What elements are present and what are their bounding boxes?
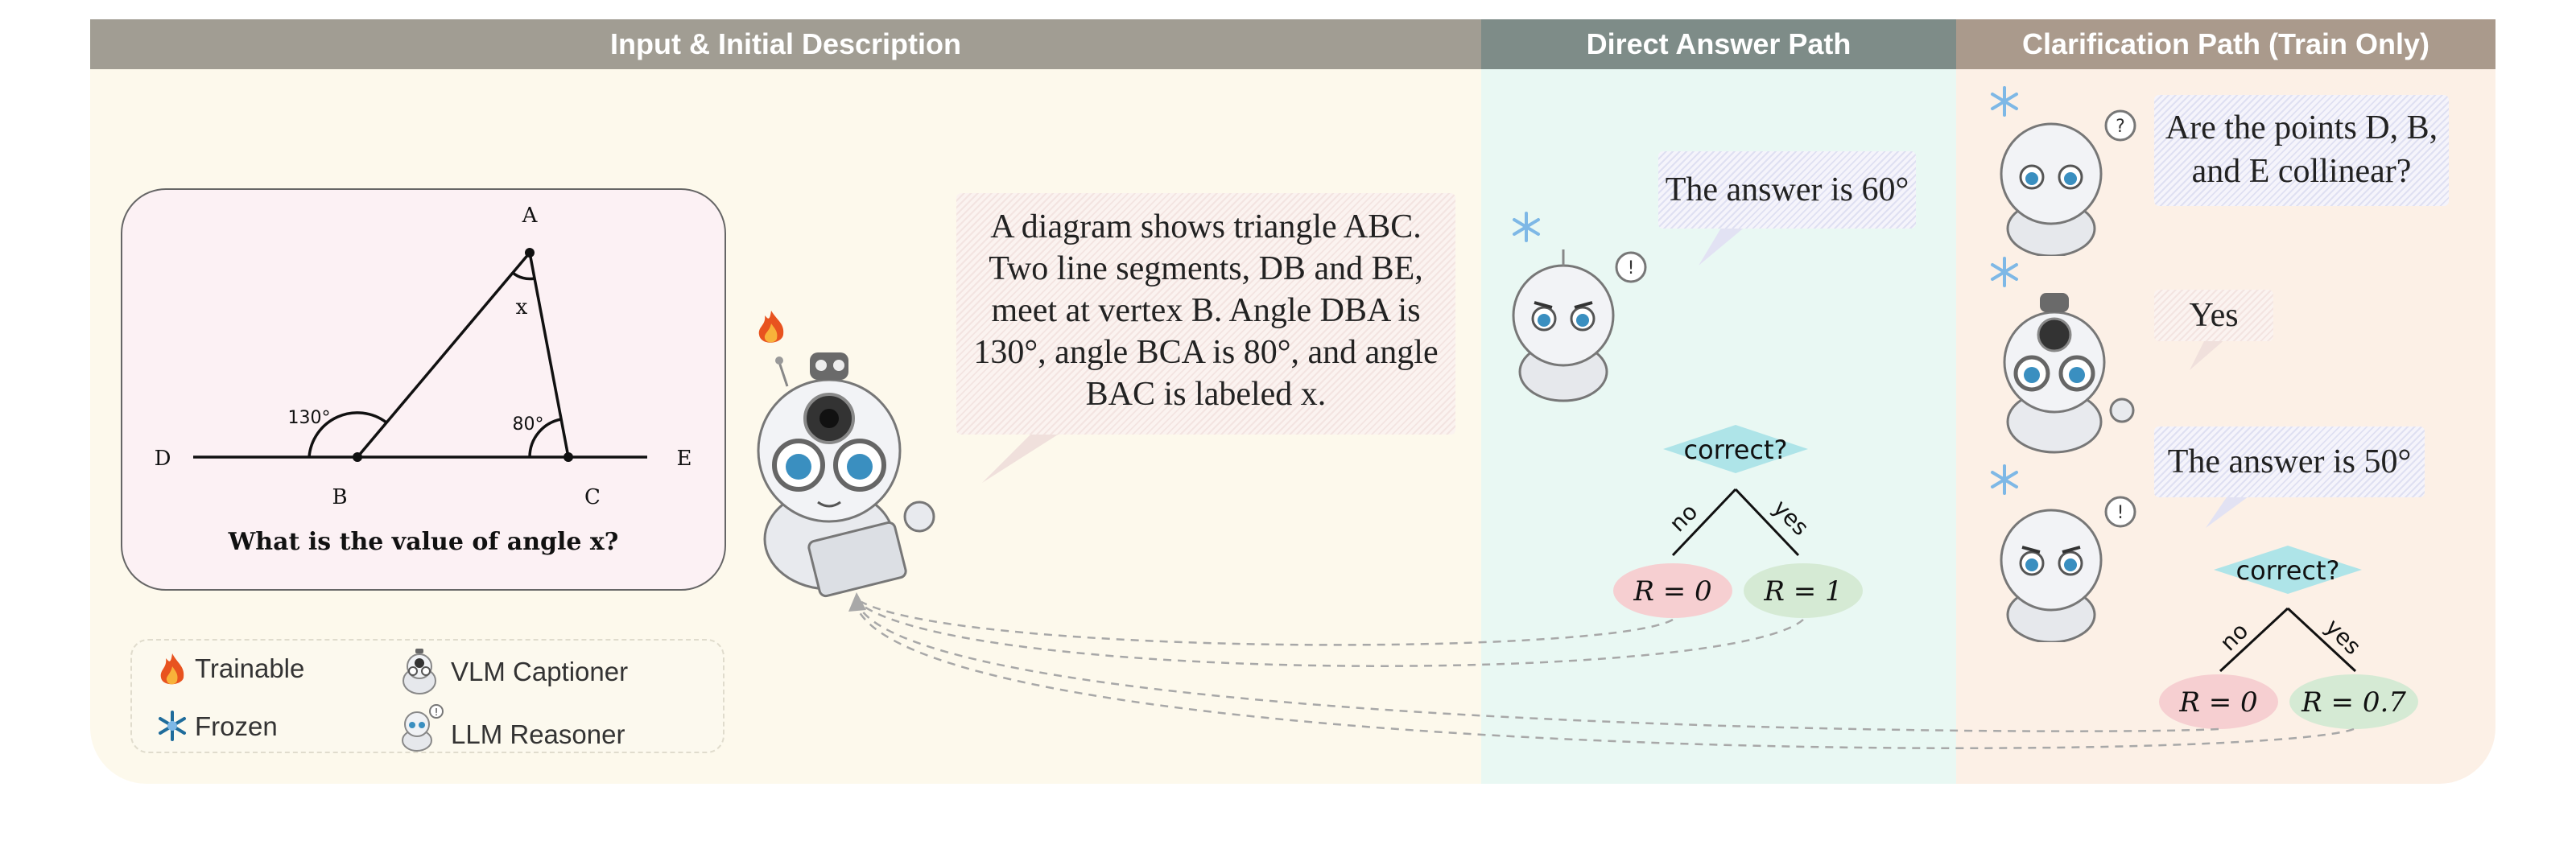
caption-line-2: Two line segments, DB and BE, [989, 250, 1423, 287]
direct-answer-bubble: The answer is 60° [1658, 151, 1916, 229]
clarify-branch-yes: yes [2320, 614, 2367, 661]
caption-line-4: 130°, angle BCA is 80°, and angle [973, 334, 1439, 371]
clarify-branch-no: no [2215, 617, 2253, 656]
legend-captioner: VLM Captioner [451, 657, 629, 686]
clarify-decision-tree: correct? no yes R = 0 R = 0.7 [2159, 546, 2418, 729]
reasoner-robot-clarify-question: ? [2000, 109, 2136, 256]
clarify-question-bubble: Are the points D, B, and E collinear? [2154, 95, 2449, 206]
caption-line-1: A diagram shows triangle ABC. [990, 208, 1422, 245]
angle-arc-a [511, 271, 535, 281]
captioner-robot [757, 352, 935, 598]
flame-icon [160, 653, 184, 685]
clarify-reward-point-seven-label: R = 0.7 [2301, 686, 2406, 719]
point-e-label: E [677, 447, 692, 471]
svg-text:?: ? [2116, 117, 2125, 137]
clarify-answer-bubble-tail [2206, 492, 2254, 528]
triangle-diagram: A B C D E x 130° 80° [155, 204, 692, 509]
clarify-reply-bubble: Yes [2154, 290, 2273, 341]
clarify-question-line-1: Are the points D, B, [2165, 109, 2438, 146]
angle-x-label: x [516, 295, 528, 319]
caption-bubble: A diagram shows triangle ABC. Two line s… [956, 193, 1455, 435]
point-b-dot [353, 452, 362, 462]
frozen-snowflake-icon-1 [1991, 86, 2018, 117]
direct-decision-diamond [1663, 425, 1808, 473]
legend-reasoner: LLM Reasoner [451, 719, 625, 749]
clarify-decision-diamond [2214, 546, 2362, 594]
answer-bubble-tail [1699, 225, 1747, 266]
frozen-snowflake-icon-3 [1991, 464, 2018, 495]
angle-130-label: 130° [288, 408, 331, 428]
clarify-panel-header: Clarification Path (Train Only) [1956, 19, 2496, 69]
clarify-answer-bubble: The answer is 50° [2154, 426, 2425, 497]
geometry-problem-card: A B C D E x 130° 80° What is the value o… [121, 188, 726, 591]
frozen-snowflake-icon-2 [1991, 257, 2018, 287]
direct-reward-one-label: R = 1 [1763, 575, 1842, 608]
direct-answer-text: The answer is 60° [1665, 171, 1909, 208]
captioner-robot-clarify [2003, 293, 2135, 454]
clarify-reward-zero-label: R = 0 [2178, 686, 2257, 719]
segment-ab [356, 251, 531, 459]
snowflake-icon [159, 711, 186, 741]
angle-arc-b [308, 411, 388, 458]
captioner-robot-icon [402, 649, 436, 694]
direct-reward-zero-label: R = 0 [1633, 575, 1711, 608]
caption-line-5: BAC is labeled x. [1085, 376, 1327, 413]
clarify-decision-label: correct? [2235, 555, 2339, 586]
point-d-label: D [155, 447, 171, 471]
direct-branch-yes: yes [1768, 495, 1814, 542]
frozen-snowflake-icon [1513, 212, 1540, 242]
trainable-flame-icon [758, 311, 784, 343]
legend-trainable: Trainable [195, 653, 305, 683]
problem-question: What is the value of angle x? [228, 528, 619, 556]
svg-text:!: ! [435, 707, 439, 718]
reasoner-robot-direct: ! [1512, 249, 1647, 402]
clarify-reply-text: Yes [2189, 297, 2239, 334]
svg-text:!: ! [1628, 258, 1635, 278]
caption-line-3: meet at vertex B. Angle DBA is [991, 292, 1421, 329]
point-a-dot [525, 248, 535, 258]
angle-arc-c [528, 418, 562, 458]
direct-panel-header: Direct Answer Path [1481, 19, 1956, 69]
point-c-label: C [584, 485, 601, 509]
segment-ac [528, 252, 570, 458]
input-panel-header: Input & Initial Description [90, 19, 1481, 69]
direct-decision-label: correct? [1683, 435, 1787, 465]
point-b-label: B [332, 485, 347, 509]
clarify-answer-text: The answer is 50° [2167, 443, 2412, 480]
direct-decision-tree: correct? no yes R = 0 R = 1 [1613, 425, 1863, 618]
caption-bubble-tail [982, 426, 1071, 483]
svg-text:!: ! [2117, 503, 2124, 523]
point-a-label: A [522, 204, 539, 228]
point-c-dot [564, 452, 573, 462]
angle-80-label: 80° [513, 414, 544, 435]
legend-frozen: Frozen [195, 711, 278, 741]
legend: Trainable Frozen VLM Captioner ! LLM Rea… [130, 639, 724, 753]
reply-bubble-tail [2190, 338, 2227, 370]
reasoner-robot-icon: ! [402, 704, 444, 752]
clarify-question-line-2: and E collinear? [2191, 153, 2412, 190]
